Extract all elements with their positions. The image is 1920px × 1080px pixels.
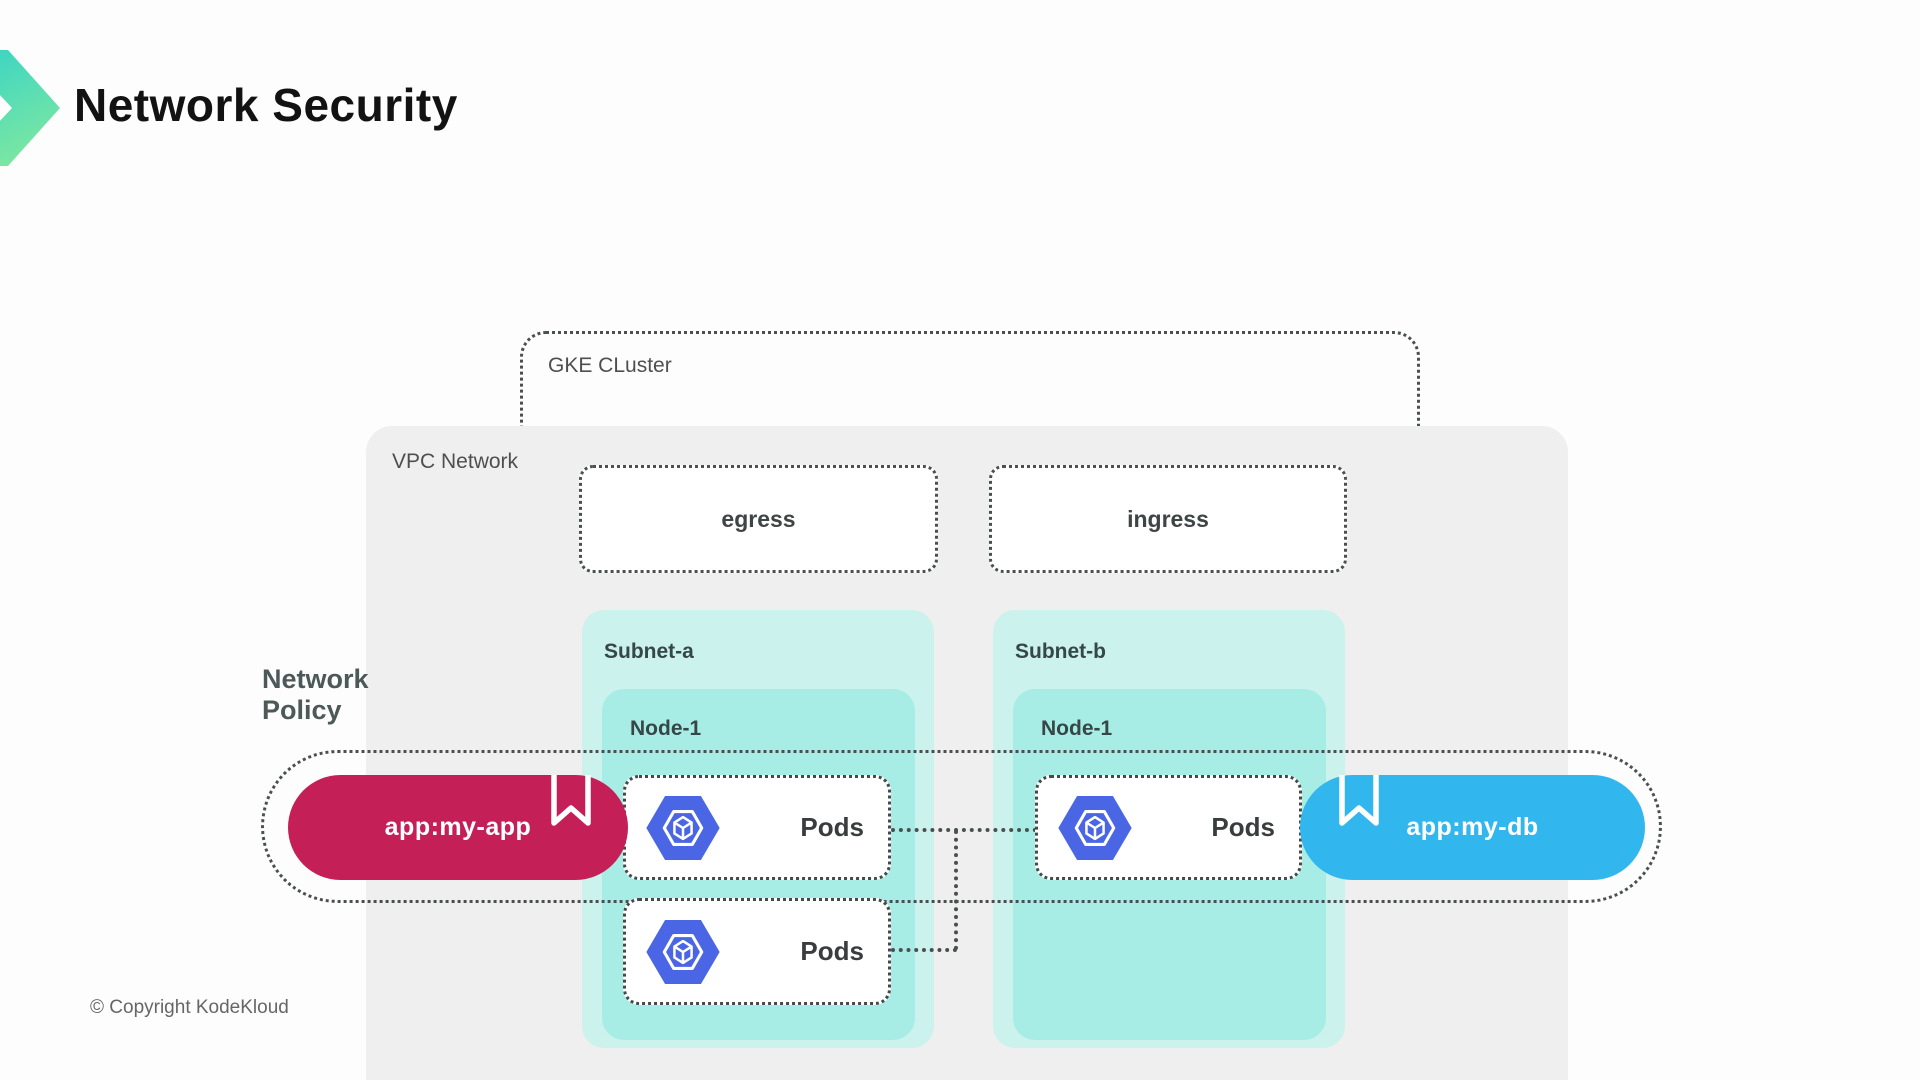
gke-hexagon-icon: [646, 919, 720, 984]
network-policy-label-line2: Policy: [262, 695, 342, 725]
pods-label: Pods: [800, 936, 864, 966]
pods-box: Pods: [623, 775, 891, 880]
pods-box: Pods: [623, 898, 891, 1005]
ingress-label: ingress: [1127, 505, 1209, 532]
page-title: Network Security: [74, 79, 458, 131]
subnet-b-label: Subnet-b: [1015, 640, 1106, 663]
app-my-db-label: app:my-db: [1406, 813, 1539, 841]
pod-connector-horizontal: [891, 948, 957, 952]
pods-label: Pods: [1211, 812, 1275, 842]
bookmark-icon: [1339, 775, 1379, 826]
gke-hexagon-icon: [1058, 795, 1132, 860]
network-policy-boundary: [261, 750, 1662, 903]
pod-connector-horizontal: [891, 828, 1037, 832]
egress-label: egress: [721, 505, 796, 532]
kodekloud-chevron-icon: [0, 50, 60, 166]
network-policy-label-line1: Network: [262, 664, 369, 694]
pods-box: Pods: [1035, 775, 1302, 880]
copyright-text: © Copyright KodeKloud: [90, 997, 289, 1018]
ingress-box: ingress: [989, 465, 1347, 573]
vpc-network-box: [366, 426, 1568, 1080]
gke-hexagon-icon: [646, 795, 720, 860]
app-my-db-pill: app:my-db: [1300, 775, 1645, 880]
subnet-b-node-label: Node-1: [1041, 717, 1113, 740]
network-policy-label: Network Policy: [262, 664, 369, 726]
subnet-a-label: Subnet-a: [604, 640, 694, 663]
egress-box: egress: [579, 465, 938, 573]
app-my-app-pill: app:my-app: [288, 775, 628, 880]
vpc-network-label: VPC Network: [392, 450, 519, 473]
gke-cluster-label: GKE CLuster: [548, 354, 672, 377]
subnet-a-node-label: Node-1: [630, 717, 702, 740]
bookmark-icon: [551, 775, 591, 826]
pods-label: Pods: [800, 812, 864, 842]
app-my-app-label: app:my-app: [384, 813, 532, 841]
pod-connector-vertical: [954, 830, 958, 950]
